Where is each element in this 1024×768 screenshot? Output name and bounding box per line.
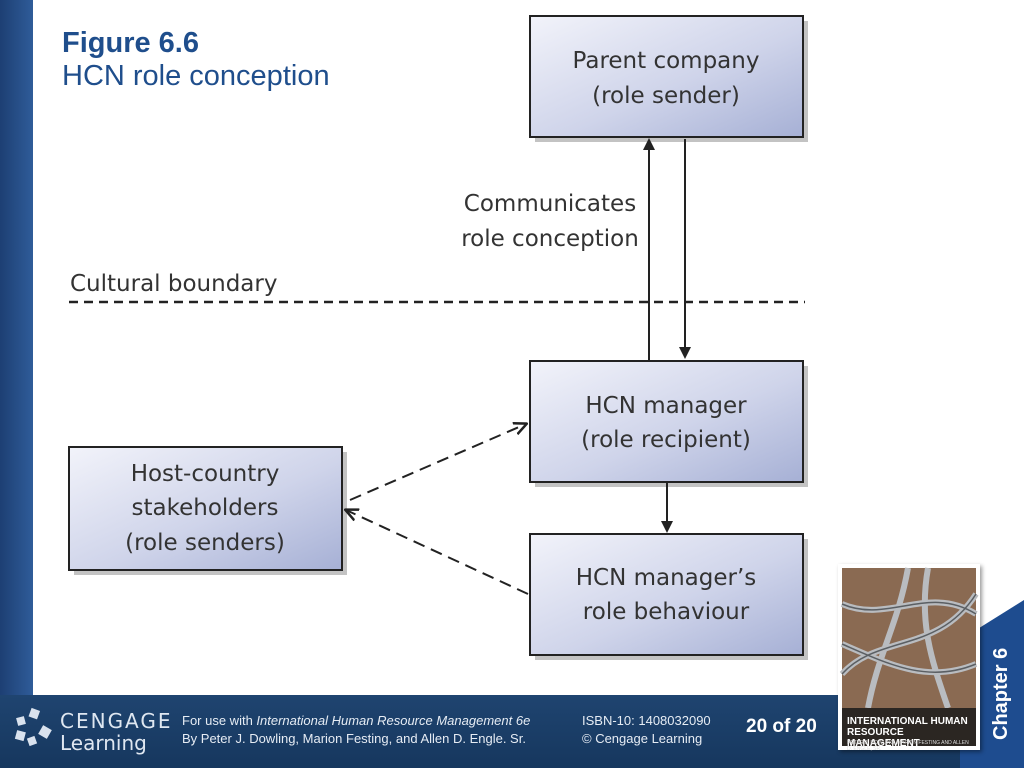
cover-title-line2: RESOURCE MANAGEMENT [847,727,920,749]
role-behaviour-box: HCN manager’s role behaviour [529,533,808,660]
figure-number: Figure 6.6 [62,27,199,59]
copyright: © Cengage Learning [582,731,703,746]
isbn: ISBN-10: 1408032090 [582,713,711,728]
cover-title: INTERNATIONAL HUMAN RESOURCE MANAGEMENT [847,716,971,749]
cultural-boundary-label: Cultural boundary [70,271,277,297]
figure-caption: HCN role conception [62,60,330,92]
brand-name: CENGAGE [60,709,173,733]
communicates-label-2: role conception [461,226,639,252]
host-country-box: Host-country stakeholders (role senders) [68,446,347,575]
role-behaviour-label-1: HCN manager’s [576,565,757,591]
parent-company-role: (role sender) [592,83,740,109]
parent-company-label: Parent company [573,48,760,74]
for-use-prefix: For use with [182,713,257,728]
parent-company-box: Parent company (role sender) [529,15,808,142]
role-behaviour-label-2: role behaviour [583,599,750,625]
book-title: International Human Resource Management … [256,713,531,728]
book-cover-image [839,567,979,746]
hcn-manager-label: HCN manager [585,393,747,419]
cover-title-line1: INTERNATIONAL HUMAN [847,716,968,727]
hcn-manager-role: (role recipient) [581,427,751,453]
book-cover [838,564,980,750]
footer-book-info: For use with International Human Resourc… [182,712,530,748]
page-number: 20 of 20 [746,716,817,737]
arrow-behaviour-to-stakeholders [346,510,529,595]
chapter-label: Chapter 6 [990,647,1012,740]
cengage-logo-icon [14,707,52,747]
host-country-label-1: Host-country [131,461,280,487]
brand-subname: Learning [60,731,147,755]
footer-isbn-info: ISBN-10: 1408032090 © Cengage Learning [582,712,711,748]
hcn-manager-box: HCN manager (role recipient) [529,360,808,487]
arrow-stakeholders-to-hcn [349,424,526,501]
book-authors: By Peter J. Dowling, Marion Festing, and… [182,731,526,746]
role-conception-diagram: Parent company (role sender) HCN manager… [68,15,808,660]
left-accent-bar [0,0,33,695]
communicates-label-1: Communicates [464,191,636,217]
cover-authors: PETER J. DOWLING, MARION FESTING AND ALL… [847,740,969,752]
host-country-role: (role senders) [125,530,285,556]
host-country-label-2: stakeholders [132,495,279,521]
slide-title: Figure 6.6 HCN role conception [62,26,330,92]
